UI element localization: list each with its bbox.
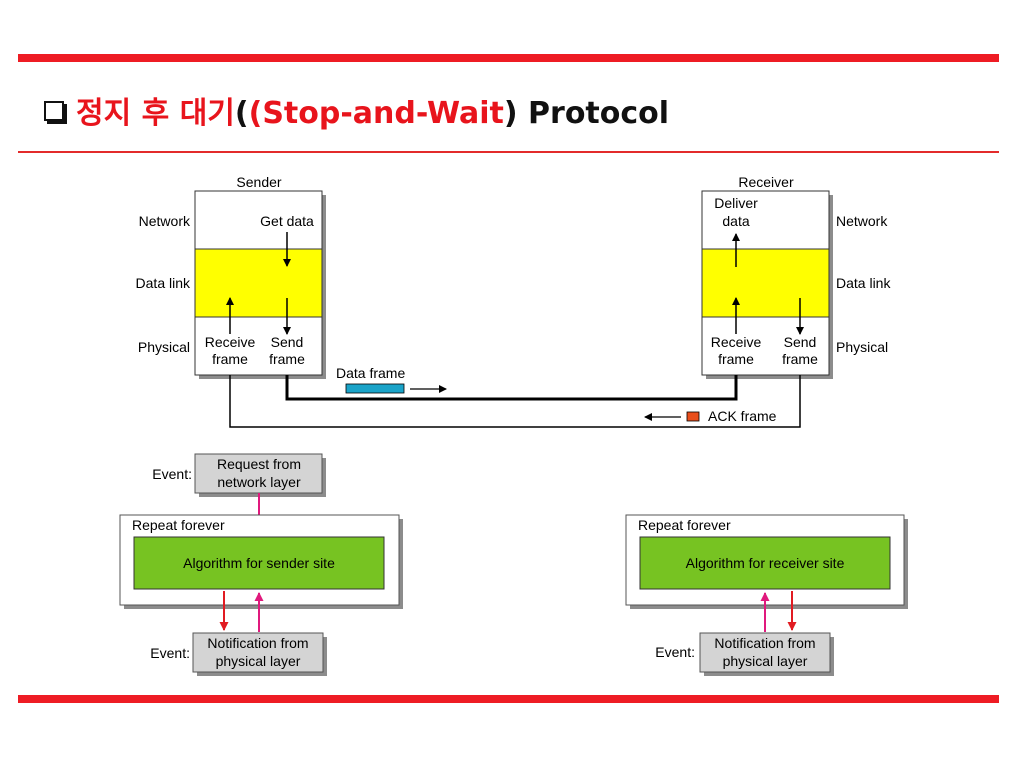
- ack-frame-packet-icon: [686, 411, 700, 422]
- sender-datalink-band: [195, 249, 322, 317]
- title-suffix: Protocol: [517, 96, 670, 131]
- ack-frame-link: [229, 375, 801, 428]
- receiver-send-frame-line1: Send: [784, 334, 817, 350]
- bottom-accent-bar: [18, 695, 999, 703]
- sender-notification-line1: Notification from: [207, 635, 308, 651]
- data-frame-label: Data frame: [336, 365, 405, 381]
- sender-algorithm-label: Algorithm for sender site: [183, 555, 335, 571]
- sender-event-label-bottom: Event:: [150, 645, 190, 661]
- receiver-site-block: Repeat forever Algorithm for receiver si…: [625, 514, 908, 676]
- receiver-layer-datalink: Data link: [836, 275, 891, 291]
- checkbox-bullet-icon: [44, 101, 64, 121]
- receiver-repeat-forever-label: Repeat forever: [638, 517, 731, 533]
- sender-event-label-top: Event:: [152, 466, 192, 482]
- sender-repeat-forever-label: Repeat forever: [132, 517, 225, 533]
- receiver-notification-event-box: [699, 632, 831, 673]
- receiver-stack: Receiver Network Data link Physical Deli…: [701, 174, 891, 379]
- sender-send-frame-line2: frame: [269, 351, 305, 367]
- ack-frame-label: ACK frame: [708, 408, 777, 424]
- sender-layer-network: Network: [139, 213, 191, 229]
- title-english-text: (Stop-and-Wait: [248, 96, 504, 131]
- title-underline: [18, 151, 999, 153]
- request-event-line2: network layer: [217, 474, 301, 490]
- receiver-notification-line1: Notification from: [714, 635, 815, 651]
- sender-receive-frame-line1: Receive: [205, 334, 256, 350]
- sender-get-data: Get data: [260, 213, 314, 229]
- top-accent-bar: [18, 54, 999, 62]
- sender-heading: Sender: [236, 174, 281, 190]
- receiver-layer-physical: Physical: [836, 339, 888, 355]
- receiver-layer-network: Network: [836, 213, 888, 229]
- receiver-send-frame-line2: frame: [782, 351, 818, 367]
- receiver-receive-frame-line1: Receive: [711, 334, 762, 350]
- receiver-deliver-data-line1: Deliver: [714, 195, 758, 211]
- receiver-notification-line2: physical layer: [723, 653, 808, 669]
- sender-send-frame-line1: Send: [271, 334, 304, 350]
- sender-notification-event-box: [192, 632, 324, 673]
- data-frame-packet-icon: [345, 383, 405, 394]
- request-event-box: [194, 453, 323, 494]
- sender-layer-datalink: Data link: [136, 275, 191, 291]
- receiver-receive-frame-line2: frame: [718, 351, 754, 367]
- sender-notification-line2: physical layer: [216, 653, 301, 669]
- title-english: (Stop-and-Wait: [249, 96, 504, 131]
- receiver-algorithm-box: [639, 536, 891, 590]
- slide-title: 정지 후 대기((Stop-and-Wait) Protocol: [44, 88, 669, 132]
- sender-receive-frame-line2: frame: [212, 351, 248, 367]
- receiver-deliver-data-line2: data: [722, 213, 749, 229]
- request-event-line1: Request from: [217, 456, 301, 472]
- sender-site-block: Event: Request from network layer Repeat…: [119, 453, 403, 676]
- sender-layer-physical: Physical: [138, 339, 190, 355]
- receiver-algorithm-label: Algorithm for receiver site: [686, 555, 845, 571]
- receiver-datalink-band: [702, 249, 829, 317]
- title-paren-open: (: [234, 96, 249, 131]
- data-frame-link: [285, 375, 738, 401]
- title-paren-close: ): [503, 96, 518, 131]
- receiver-event-label-bottom: Event:: [655, 644, 695, 660]
- sender-algorithm-box: [133, 536, 385, 590]
- receiver-heading: Receiver: [738, 174, 794, 190]
- sender-stack: Sender Network Data link Physical Get da…: [136, 174, 326, 379]
- title-korean: 정지 후 대기: [76, 96, 235, 131]
